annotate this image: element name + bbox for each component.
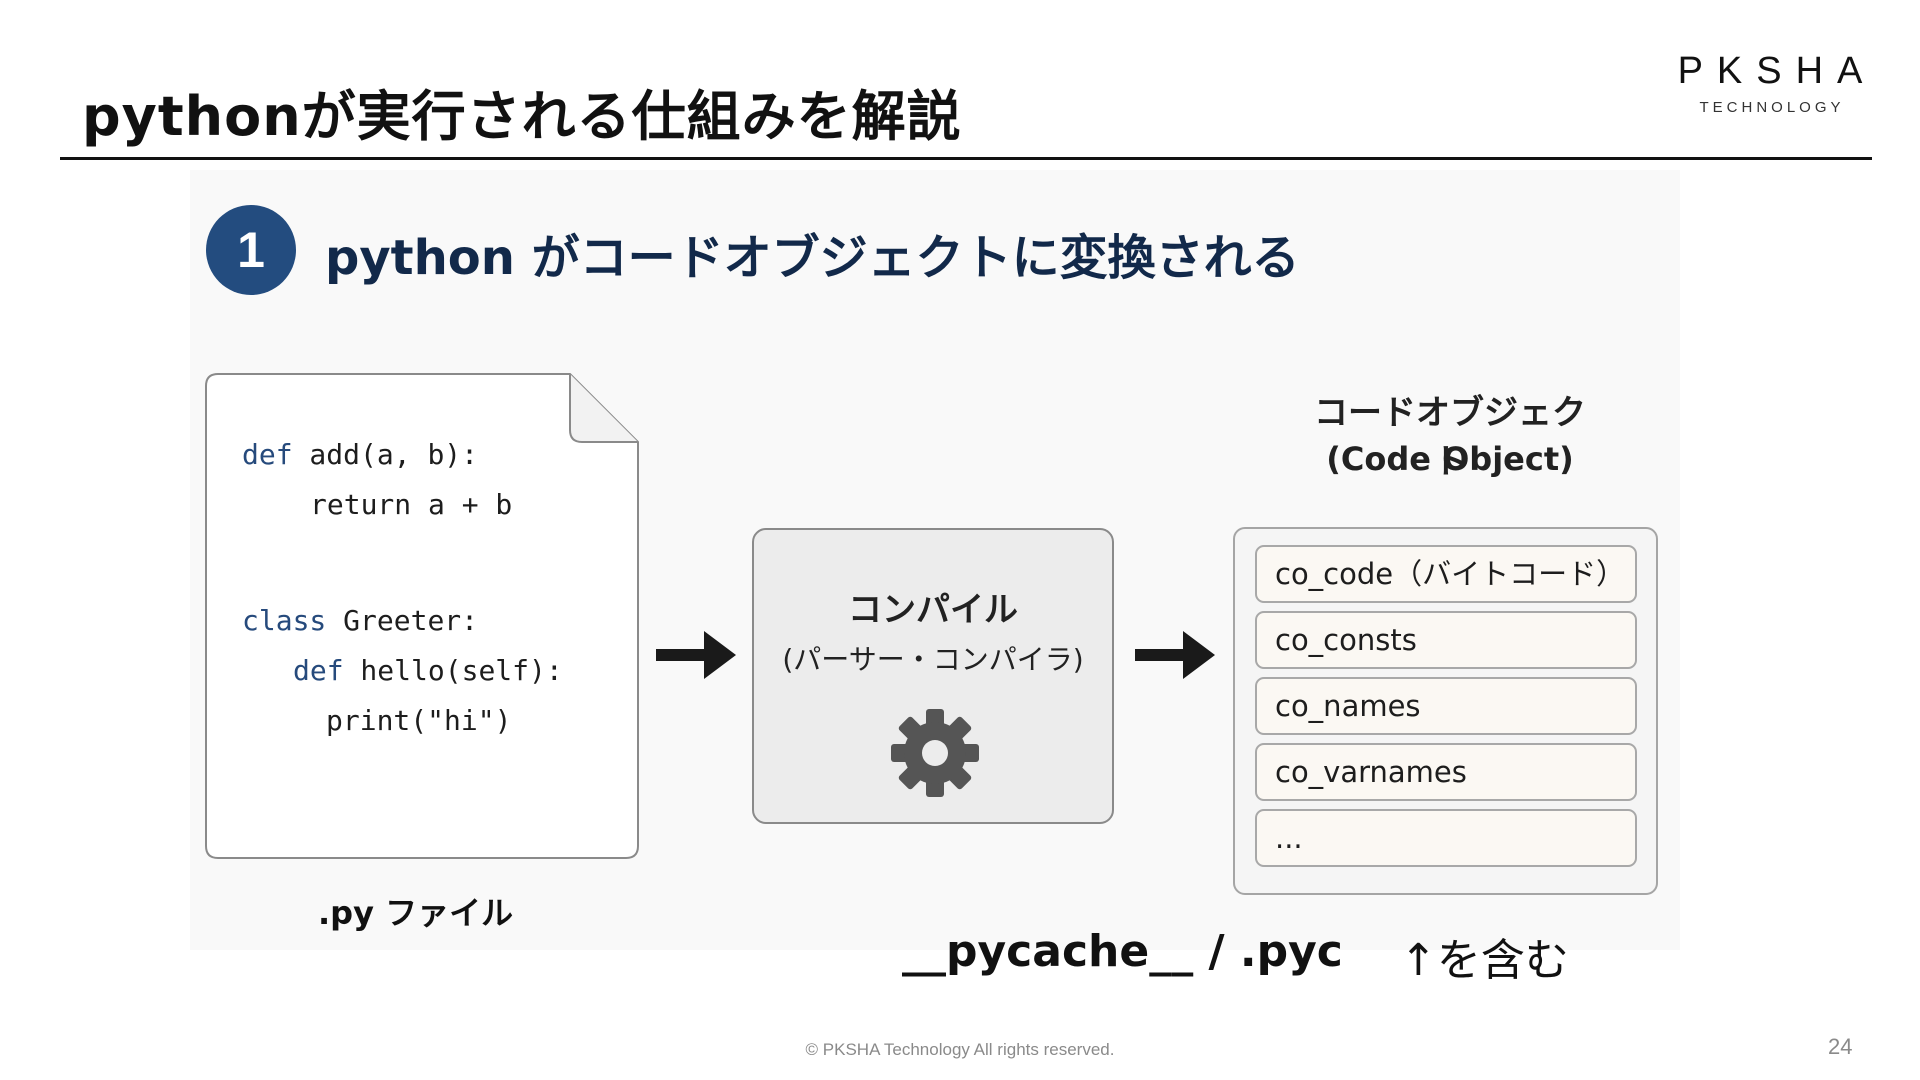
code-line: def add(a, b): <box>242 438 479 471</box>
source-file-label: .py ファイル <box>318 894 514 932</box>
page-number: 24 <box>1828 1034 1853 1059</box>
document-icon <box>205 373 639 859</box>
copyright-notice: © PKSHA Technology All rights reserved. <box>805 1040 1115 1059</box>
code-object-subtitle: (Code Object) <box>1326 440 1574 478</box>
code-line: print("hi") <box>326 704 512 737</box>
code-object-field: co_code（バイトコード） <box>1255 545 1637 603</box>
logo-wordmark: PKSHA <box>1677 50 1877 92</box>
code-line: def hello(self): <box>293 654 563 687</box>
code-object-field: co_consts <box>1255 611 1637 669</box>
step-number-badge: 1 <box>206 205 296 295</box>
compiler-title: コンパイル <box>848 590 1018 630</box>
slide-title: pythonが実行される仕組みを解説 <box>82 85 962 148</box>
gear-icon <box>891 709 979 797</box>
company-logo: PKSHA TECHNOLOGY <box>1660 50 1880 116</box>
code-object-title: コードオブジェクト <box>1314 393 1586 482</box>
code-line: class Greeter: <box>242 604 479 637</box>
code-object-field: co_varnames <box>1255 743 1637 801</box>
code-object-field: ... <box>1255 809 1637 867</box>
compiler-subtitle: (パーサー・コンパイラ) <box>782 643 1084 676</box>
code-line: return a + b <box>310 488 513 521</box>
title-divider <box>60 157 1872 160</box>
logo-tagline: TECHNOLOGY <box>1699 99 1845 116</box>
code-object-box: co_code（バイトコード） co_consts co_names co_va… <box>1233 527 1658 895</box>
pycache-label: __pycache__ / .pyc <box>902 926 1343 977</box>
step-title: python がコードオブジェクトに変換される <box>325 230 1300 286</box>
arrow-right-icon <box>656 631 736 679</box>
compiler-box: コンパイル (パーサー・コンパイラ) <box>752 528 1114 824</box>
code-object-field: co_names <box>1255 677 1637 735</box>
arrow-right-icon <box>1135 631 1215 679</box>
contains-note: ↑を含む <box>1400 935 1569 986</box>
